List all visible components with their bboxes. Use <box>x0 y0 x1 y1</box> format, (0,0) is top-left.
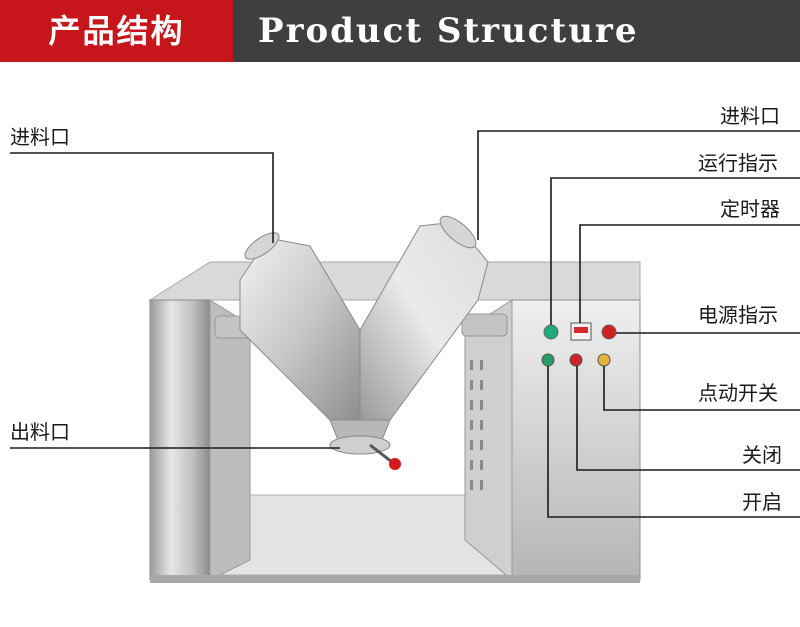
label-off: 关闭 <box>742 443 782 467</box>
power-indicator-light <box>601 324 617 340</box>
left-inlet-flange <box>244 232 280 260</box>
label-inlet-right: 进料口 <box>720 104 780 128</box>
label-timer: 定时器 <box>720 197 780 221</box>
title-chinese: 产品结构 <box>0 0 233 62</box>
label-inlet-left: 进料口 <box>10 125 70 149</box>
run-indicator-light <box>543 324 559 340</box>
label-power-indicator: 电源指示 <box>698 303 778 327</box>
v-shaped-tank <box>214 215 508 470</box>
label-jog-switch: 点动开关 <box>698 381 778 405</box>
leader-lines <box>10 130 800 518</box>
on-button <box>541 353 555 367</box>
label-on: 开启 <box>742 490 782 514</box>
off-button <box>569 353 583 367</box>
control-panel <box>541 322 617 367</box>
jog-switch-button <box>597 353 611 367</box>
outlet-valve-handle <box>389 458 401 470</box>
label-run-indicator: 运行指示 <box>698 151 778 175</box>
label-outlet: 出料口 <box>10 420 70 444</box>
right-inlet-flange <box>439 215 477 249</box>
header-bar: 产品结构 Product Structure <box>0 0 800 62</box>
title-english: Product Structure <box>258 11 639 51</box>
